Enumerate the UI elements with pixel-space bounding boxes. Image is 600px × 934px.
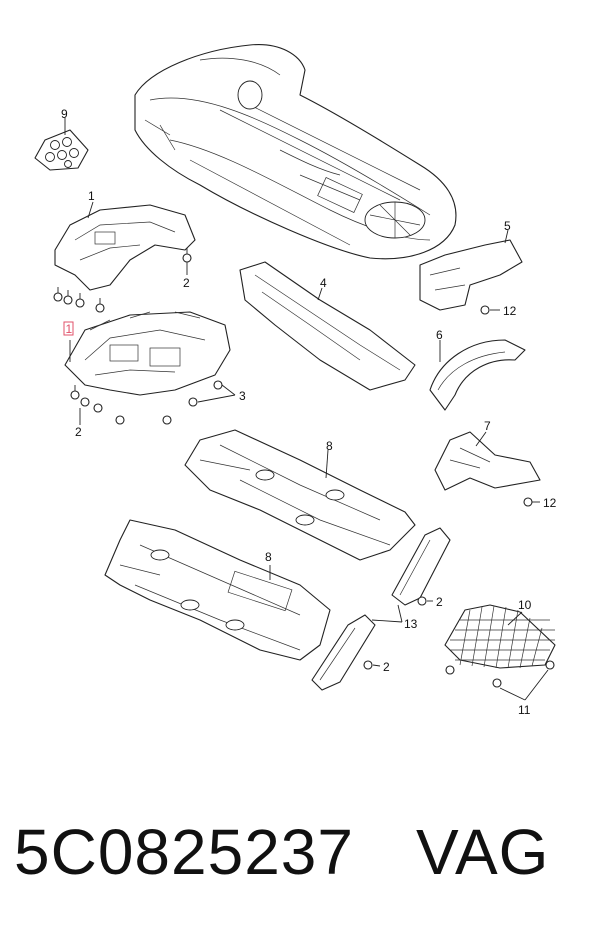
parts-diagram: 9 1 1 2 2 2 2 3 4 5 6 7 8 8 10 11 12 12 …: [34, 44, 557, 717]
callout-5: 5: [504, 219, 511, 233]
part-8-floor-panel-lower: [104, 519, 331, 661]
callout-6: 6: [436, 328, 443, 342]
callout-3: 3: [239, 389, 246, 403]
callout-2-d: 2: [383, 660, 390, 674]
part-6-wheel-housing: [429, 339, 526, 411]
car-underbody: [134, 44, 457, 260]
callout-2-b: 2: [75, 425, 82, 439]
part-1-engine-guard-upper: [54, 201, 196, 291]
callout-9: 9: [61, 107, 68, 121]
part-4-tunnel-cover: [239, 261, 416, 391]
callout-1-upper: 1: [88, 189, 95, 203]
part-8-floor-panel-upper: [184, 429, 416, 561]
callout-12-b: 12: [543, 496, 557, 510]
part-13-sill-strip-upper: [391, 527, 451, 606]
part-5-shield: [419, 229, 523, 315]
part-number: 5C0825237: [14, 816, 354, 888]
callout-2-a: 2: [183, 276, 190, 290]
part-7-cover: [434, 431, 541, 507]
callout-12-a: 12: [503, 304, 517, 318]
callout-10: 10: [518, 598, 532, 612]
part-9-plate: [34, 118, 89, 171]
callout-4: 4: [320, 276, 327, 290]
callout-7: 7: [484, 419, 491, 433]
callouts: 9 1 1 2 2 2 2 3 4 5 6 7 8 8 10 11 12 12 …: [61, 107, 557, 717]
callout-13: 13: [404, 617, 418, 631]
bolts-sill: [363, 596, 433, 670]
brand-label: VAG: [416, 816, 550, 888]
part-10-mesh-guard: [444, 604, 556, 701]
bolts-part-1: [53, 248, 236, 425]
callout-8-upper: 8: [326, 439, 333, 453]
callout-1-highlight-box: [63, 321, 74, 336]
callout-2-c: 2: [436, 595, 443, 609]
part-1-engine-guard-lower: [64, 311, 231, 396]
callout-11: 11: [518, 703, 531, 717]
callout-1-highlighted: 1: [66, 322, 73, 336]
callout-8-lower: 8: [265, 550, 272, 564]
part-13-sill-strip-lower: [311, 604, 403, 691]
